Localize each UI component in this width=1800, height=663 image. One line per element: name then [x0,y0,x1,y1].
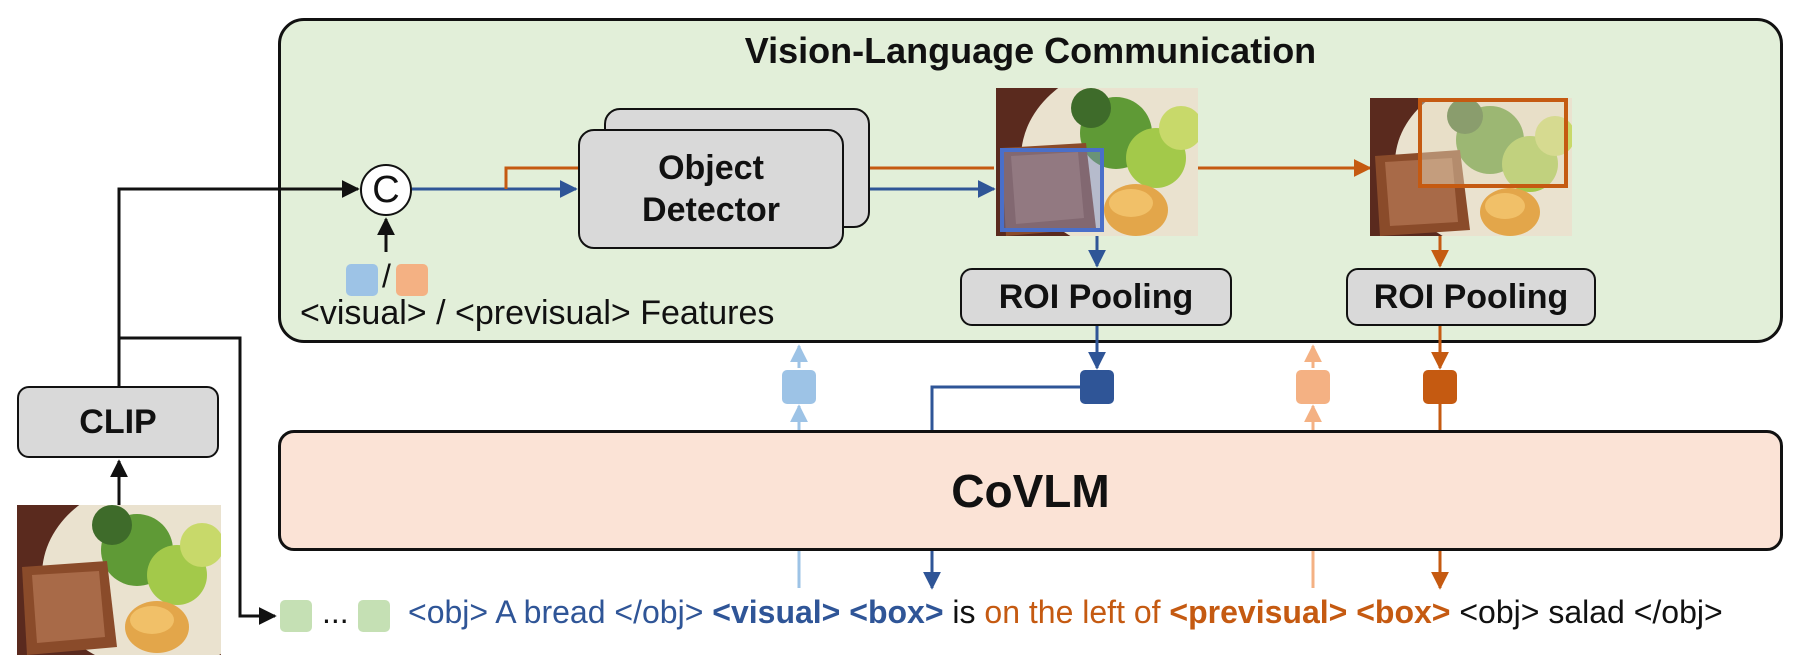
box-token-text-2: <box> [1356,594,1451,630]
clip-encoder: CLIP [17,386,219,458]
salad-detection-box [1418,98,1568,188]
food-photo-icon [17,505,221,655]
relation-is: is [952,594,976,630]
obj1-open-tag: <obj> [408,594,489,630]
panel-title: Vision-Language Communication [744,30,1317,71]
box-token-blue [1080,370,1114,404]
obj1-text: A bread [495,594,606,630]
input-image [17,505,221,655]
box-token-text-1: <box> [849,594,944,630]
covlm-model: CoVLM [278,430,1783,551]
detection-image-salad [1370,98,1572,236]
roi-pooling-1: ROI Pooling [960,268,1232,326]
token-ellipsis: ... [322,594,349,630]
previsual-token-text: <previsual> [1169,594,1348,630]
text-token-green-1 [280,600,312,632]
bread-detection-box [1000,148,1104,232]
covlm-to-visual-token-line [930,385,1080,430]
food-photo-icon [996,88,1198,236]
obj2-text: salad [1548,594,1625,630]
detection-image-bread [996,88,1198,236]
roi-pooling-2: ROI Pooling [1346,268,1596,326]
food-photo-icon [1370,98,1572,236]
obj2-close-tag: </obj> [1633,594,1723,630]
relation-text: on the left of [984,594,1161,630]
output-sentence: <obj> A bread </obj> <visual> <box> is o… [408,594,1723,631]
panel-concat-to-detector-orange-line [504,166,578,189]
concat-icon: C [360,164,412,216]
text-token-green-2 [358,600,390,632]
visual-feature-swatch [346,264,378,296]
obj2-open-tag: <obj> [1459,594,1540,630]
previsual-token-lightorange [1296,370,1330,404]
box-token-orange [1423,370,1457,404]
visual-token-text: <visual> [712,594,841,630]
object-detector-label: Object Detector [642,148,780,230]
clip-to-text-arrow [119,336,277,625]
object-detector: Object Detector [578,129,844,249]
obj1-close-tag: </obj> [614,594,704,630]
visual-token-lightblue [782,370,816,404]
swatch-separator: / [382,258,391,294]
features-caption: <visual> / <previsual> Features [300,294,775,332]
previsual-feature-swatch [396,264,428,296]
